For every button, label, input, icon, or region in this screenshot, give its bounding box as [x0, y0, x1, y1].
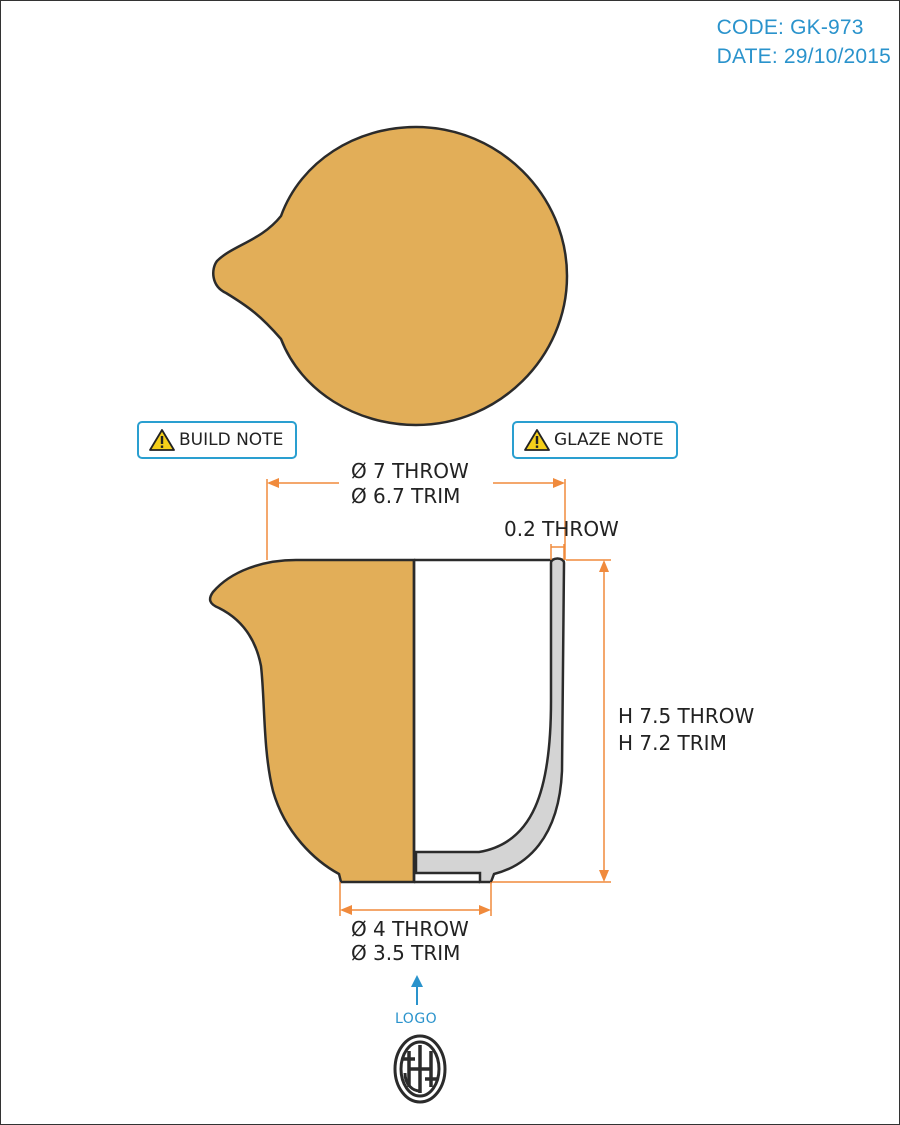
- build-note-button[interactable]: BUILD NOTE: [137, 421, 298, 459]
- rim-arrow-left: [267, 478, 279, 488]
- height-arrow-top: [599, 560, 609, 572]
- rim-diameter-trim-value: 6.7 TRIM: [373, 484, 461, 508]
- build-note-label: BUILD NOTE: [179, 430, 284, 450]
- diameter-symbol: Ø: [351, 484, 367, 508]
- height-throw-label: H 7.5 THROW: [618, 704, 755, 728]
- diameter-symbol: Ø: [351, 917, 367, 941]
- foot-diameter-trim-value: 3.5 TRIM: [373, 941, 461, 965]
- diameter-symbol: Ø: [351, 459, 367, 483]
- foot-arrow-left: [340, 905, 352, 915]
- glaze-note-button[interactable]: GLAZE NOTE: [512, 421, 678, 459]
- rim-diameter-throw-value: 7 THROW: [373, 459, 469, 483]
- foot-arrow-right: [479, 905, 491, 915]
- top-view-pitcher: [212, 125, 569, 427]
- arrow-up-icon: [411, 975, 423, 1005]
- product-code: CODE: GK-973: [716, 16, 864, 39]
- warning-triangle-icon: [149, 429, 175, 451]
- foot-diameter-throw-value: 4 THROW: [373, 917, 469, 941]
- wall-thickness-label: 0.2 THROW: [504, 517, 619, 541]
- side-view-body: [208, 558, 416, 884]
- rim-arrow-right: [553, 478, 565, 488]
- logo-label: LOGO: [395, 1011, 438, 1027]
- height-arrow-bottom: [599, 870, 609, 882]
- side-view-section-wall: [414, 557, 566, 884]
- glaze-note-label: GLAZE NOTE: [554, 430, 664, 450]
- drawing-date: DATE: 29/10/2015: [716, 45, 891, 68]
- height-trim-label: H 7.2 TRIM: [618, 731, 727, 755]
- title-block: CODE: GK-973 DATE: 29/10/2015: [717, 13, 891, 71]
- logo-stamp-icon: [393, 1034, 447, 1104]
- diameter-symbol: Ø: [351, 941, 367, 965]
- warning-triangle-icon: [524, 429, 550, 451]
